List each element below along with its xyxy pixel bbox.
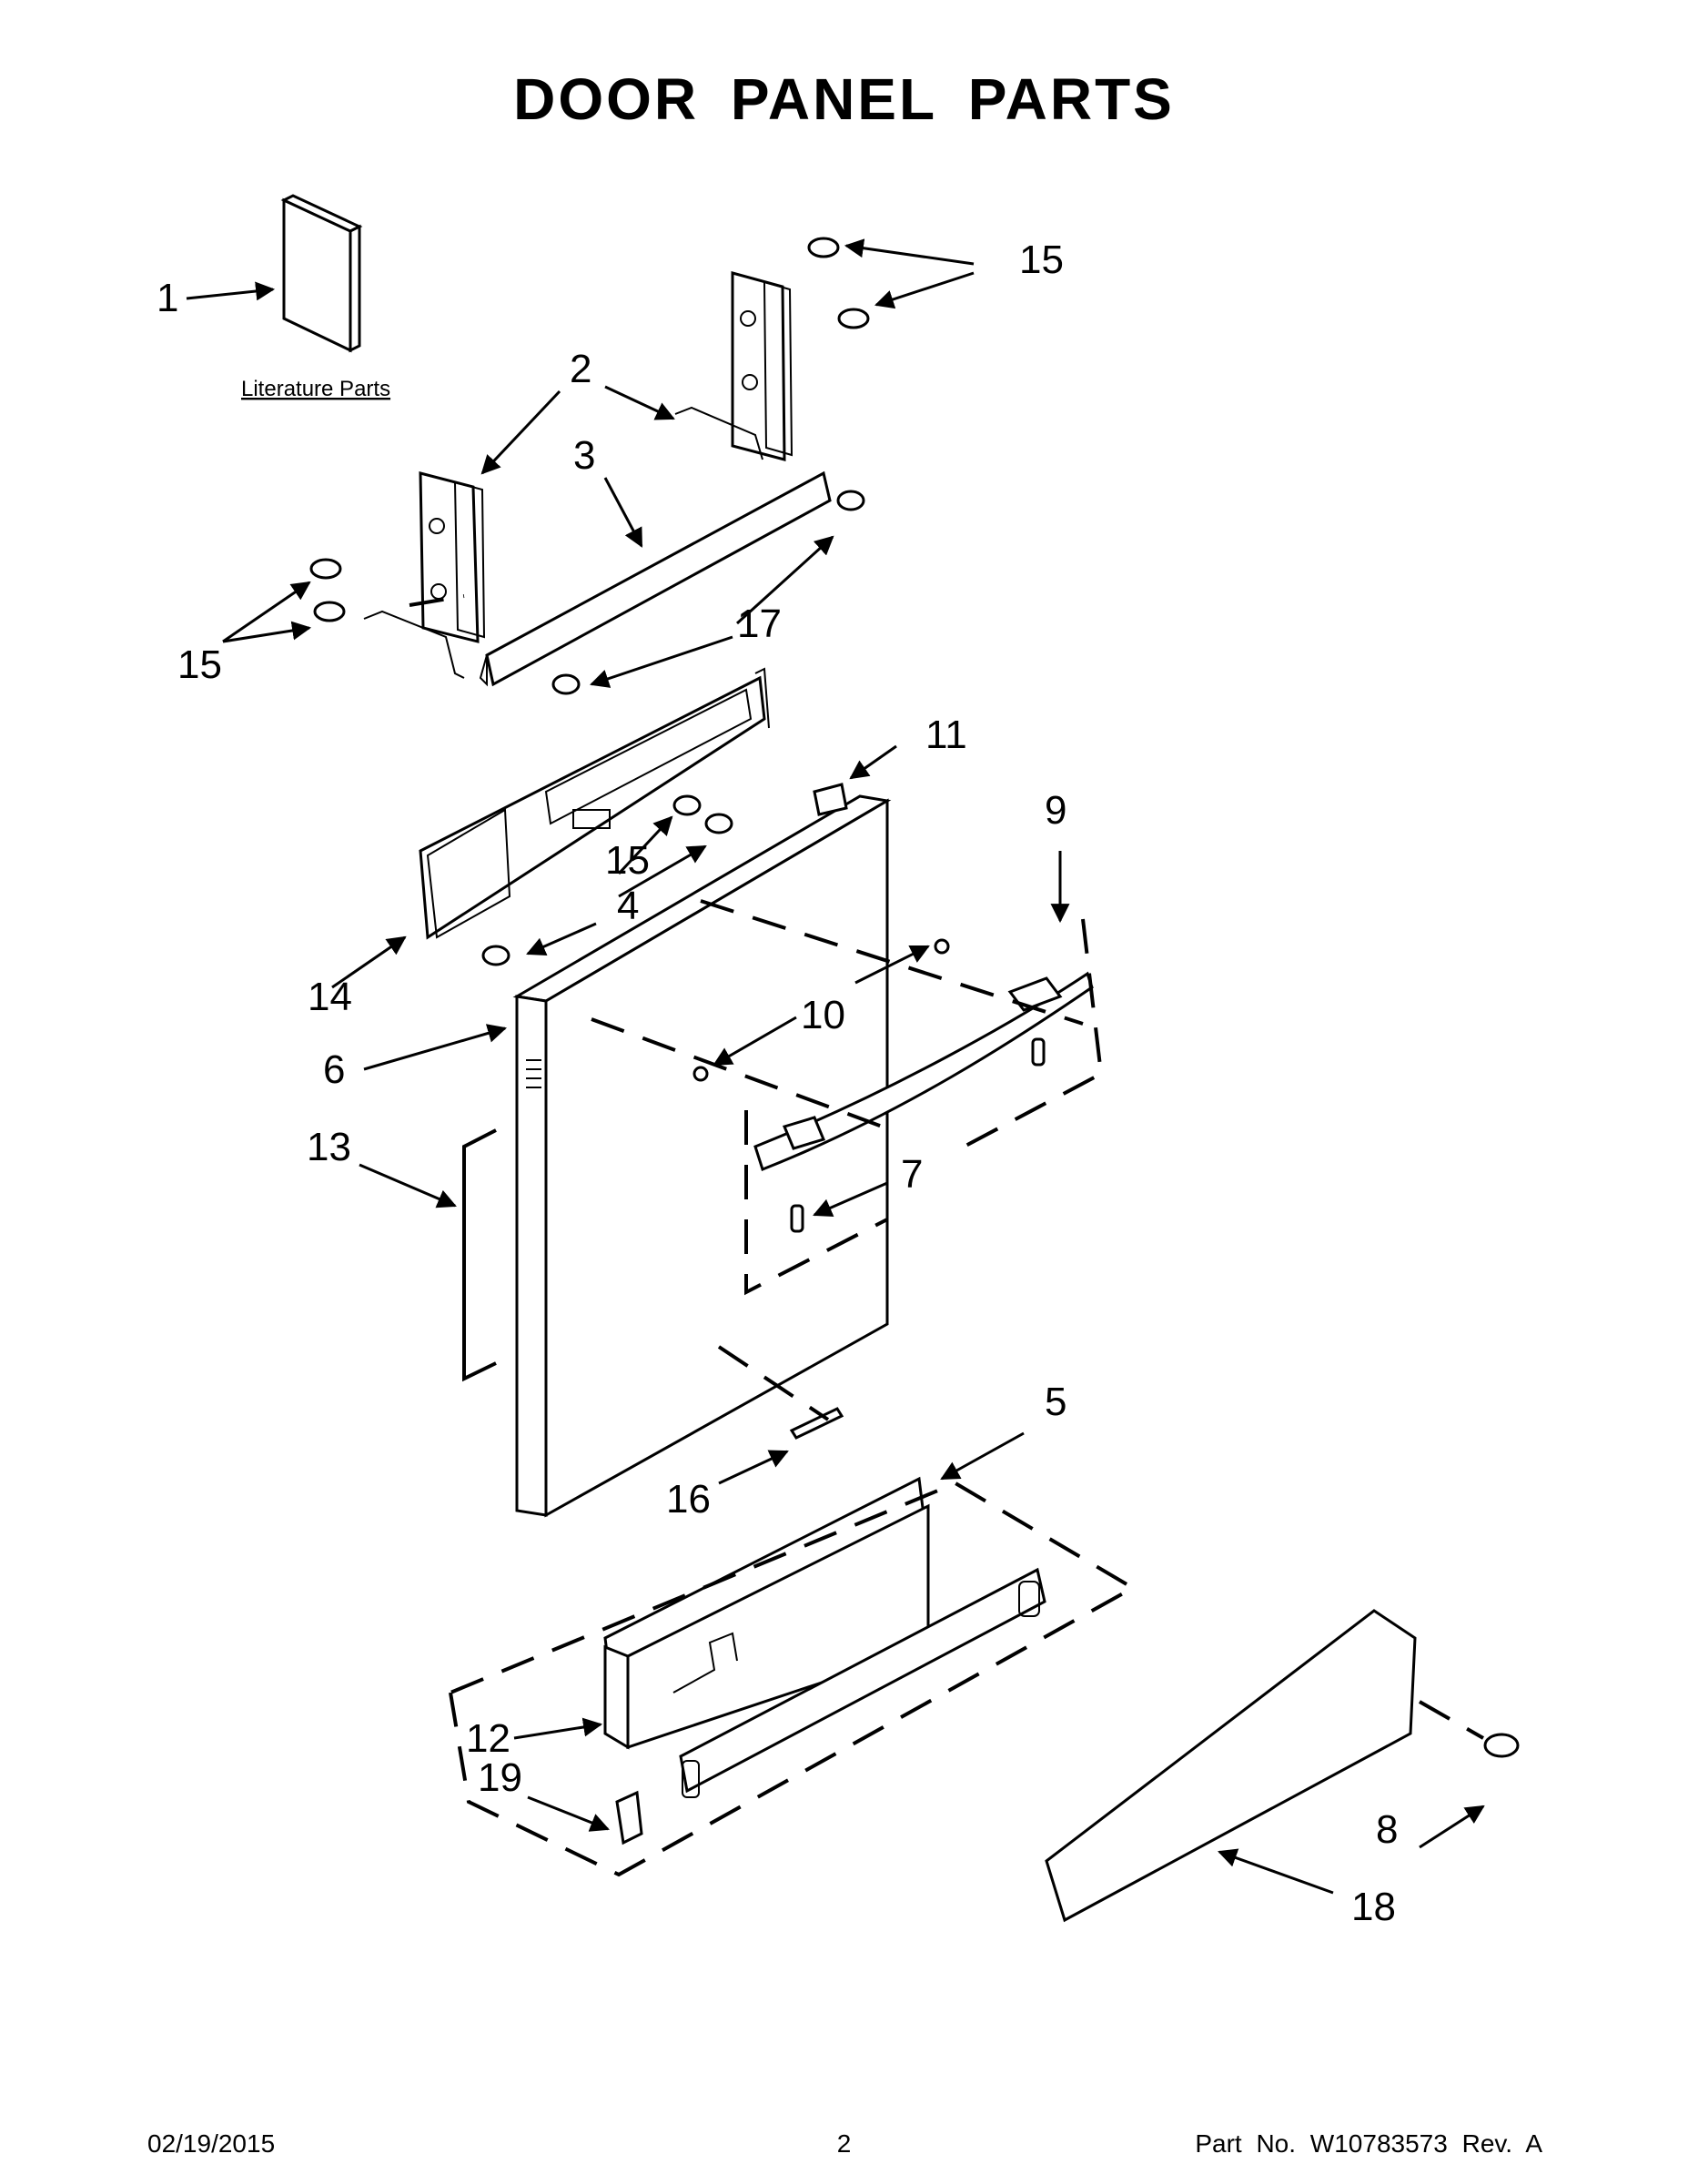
callout-4: 4 (617, 884, 639, 928)
callout-5: 5 (1045, 1380, 1066, 1424)
callout-1: 1 (157, 276, 178, 320)
left-mounting-bracket (363, 471, 486, 679)
callout-15-middle: 15 (605, 838, 650, 883)
callout-11: 11 (925, 713, 967, 757)
footer-date: 02/19/2015 (147, 2129, 276, 2158)
leader-lines (186, 238, 1485, 1895)
callout-8: 8 (1376, 1807, 1398, 1852)
callout-6: 6 (323, 1047, 345, 1092)
top-rail (479, 470, 832, 687)
callout-16: 16 (666, 1477, 711, 1522)
callout-13: 13 (307, 1125, 351, 1169)
right-mounting-bracket (674, 271, 793, 461)
inner-door-liner (603, 1476, 930, 1750)
toe-rail-clip (615, 1790, 643, 1845)
door-gasket (462, 1128, 497, 1382)
kick-plate (1045, 1609, 1417, 1923)
outer-door-panel (512, 794, 892, 1518)
callout-10: 10 (801, 993, 845, 1037)
assembly-dash-lines (409, 594, 1484, 1877)
callout-3: 3 (573, 433, 595, 478)
footer-page-number: 2 (836, 2129, 852, 2158)
callout-19: 19 (478, 1755, 522, 1800)
literature-parts-label: Literature Parts (241, 377, 390, 401)
toe-rail (679, 1567, 1046, 1798)
callout-15-left: 15 (177, 642, 222, 687)
callout-18: 18 (1351, 1885, 1396, 1929)
handle-fasteners (692, 938, 1046, 1233)
callout-7: 7 (901, 1152, 923, 1197)
literature-booklet (280, 194, 363, 353)
callout-15-top: 15 (1019, 238, 1064, 282)
callout-17: 17 (737, 602, 782, 646)
page-title: DOOR PANEL PARTS (513, 66, 1175, 132)
callout-14: 14 (308, 975, 352, 1019)
callout-numbers: 1 2 3 15 15 17 11 9 15 4 14 10 6 13 7 5 … (157, 238, 1398, 1929)
callout-2: 2 (570, 347, 591, 391)
kick-plate-screw (1483, 1733, 1520, 1758)
callout-9: 9 (1045, 788, 1066, 833)
callout-12: 12 (466, 1716, 510, 1761)
screws (309, 237, 870, 966)
door-clip (813, 783, 848, 816)
control-module (419, 667, 770, 940)
footer-part-number: Part No. W10783573 Rev. A (1195, 2129, 1542, 2158)
